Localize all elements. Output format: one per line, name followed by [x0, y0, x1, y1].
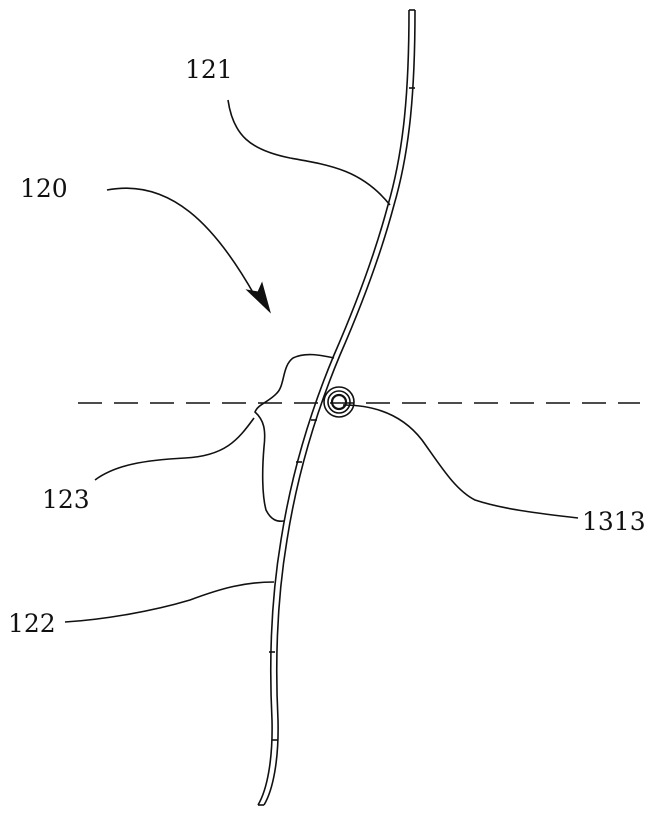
leader-120 [107, 188, 255, 296]
strip-edge-right [264, 10, 415, 805]
leader-122 [65, 582, 274, 622]
leader-121 [228, 100, 390, 205]
label-121: 121 [185, 55, 233, 84]
pivot-circle [324, 387, 354, 417]
label-122: 122 [8, 609, 56, 638]
label-123: 123 [42, 485, 90, 514]
label-120: 120 [20, 174, 68, 203]
leader-1313 [343, 405, 578, 518]
label-1313: 1313 [582, 507, 646, 536]
leader-123 [95, 418, 254, 480]
